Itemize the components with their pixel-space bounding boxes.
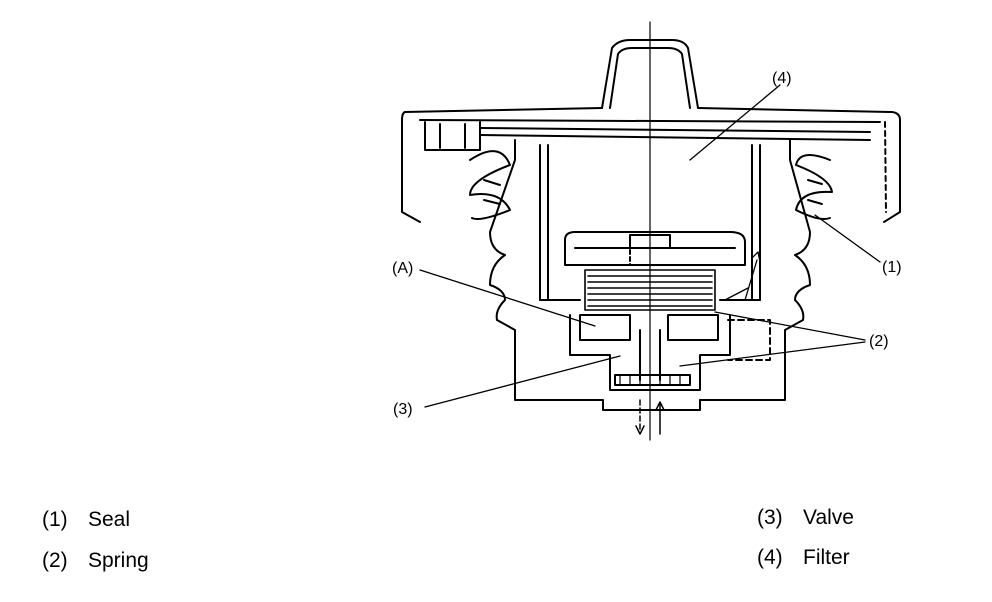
spring-coils — [584, 269, 716, 311]
callout-spring: (2) — [869, 333, 889, 350]
cap-body-right — [699, 139, 811, 401]
legend-item-filter: (4) Filter — [757, 546, 850, 570]
legend-item-spring: (2) Spring — [42, 549, 149, 573]
legend-number: (1) — [42, 508, 68, 531]
legend-label: Valve — [803, 506, 854, 529]
leader-line-spring-2 — [679, 341, 866, 367]
cap-body-left — [489, 139, 566, 401]
legend-number: (3) — [757, 506, 783, 529]
seal-right — [795, 154, 833, 220]
leader-line-seal — [814, 214, 881, 263]
legend-item-valve: (3) Valve — [757, 506, 854, 530]
callout-valve: (3) — [393, 401, 413, 418]
callout-detail: (A) — [392, 260, 413, 277]
cap-top-plate — [401, 107, 901, 223]
legend-number: (2) — [42, 549, 68, 572]
legend-label: Spring — [88, 549, 149, 572]
valve-top-cap — [564, 231, 746, 266]
leader-line-spring-1 — [714, 311, 866, 341]
callout-filter: (4) — [772, 70, 792, 87]
legend-label: Seal — [88, 508, 131, 531]
leader-line-filter — [689, 84, 781, 161]
legend-number: (4) — [757, 546, 783, 569]
cap-knob — [601, 39, 699, 109]
callout-seal: (1) — [882, 259, 902, 276]
seal-left — [469, 150, 511, 220]
valve-plate — [614, 374, 691, 386]
leader-line-valve — [424, 355, 621, 408]
leader-line-detail — [419, 269, 596, 327]
legend-item-seal: (1) Seal — [42, 508, 130, 532]
legend-label: Filter — [803, 546, 850, 569]
